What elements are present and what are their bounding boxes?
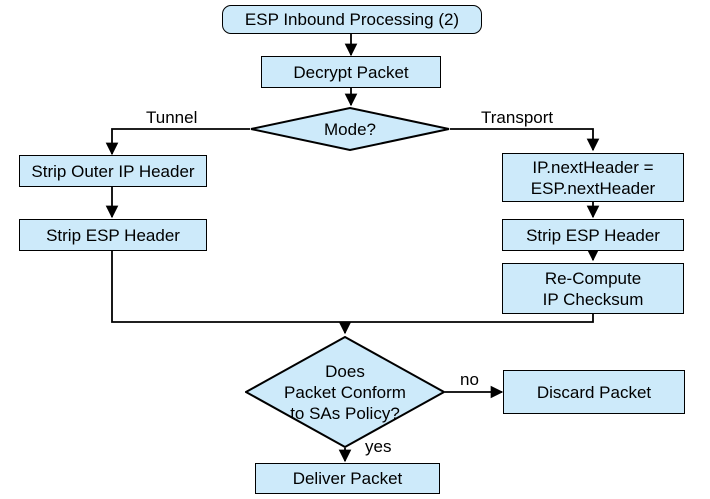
node-decrypt-packet[interactable]: Decrypt Packet <box>261 56 441 88</box>
edge-label-transport: Transport <box>481 108 554 127</box>
mode-diamond-shape <box>250 107 450 151</box>
edge-right-merge <box>345 314 594 323</box>
node-conform-decision[interactable]: Does Packet Conform to SAs Policy? <box>245 336 445 448</box>
node-deliver-label: Deliver Packet <box>292 469 403 488</box>
edge-mode-transport <box>450 128 600 152</box>
conform-diamond-shape <box>245 336 445 448</box>
node-start-label: ESP Inbound Processing (2) <box>244 10 460 29</box>
node-start-terminator[interactable]: ESP Inbound Processing (2) <box>222 5 482 34</box>
node-strip-esp-left-label: Strip ESP Header <box>46 225 180 245</box>
edge-label-yes: yes <box>365 437 392 456</box>
edge-left-merge <box>111 251 345 323</box>
node-ip-nextheader-assign[interactable]: IP.nextHeader = ESP.nextHeader <box>502 153 684 202</box>
node-deliver-packet[interactable]: Deliver Packet <box>255 463 440 494</box>
edge-mode-tunnel <box>105 128 250 156</box>
node-strip-esp-header-right[interactable]: Strip ESP Header <box>502 219 684 251</box>
node-mode-decision[interactable]: Mode? <box>250 107 450 151</box>
node-strip-outer-ip-label: Strip Outer IP Header <box>31 161 195 181</box>
node-strip-esp-header-left[interactable]: Strip ESP Header <box>19 219 207 251</box>
edge-label-no: no <box>460 370 479 389</box>
node-strip-outer-ip-header[interactable]: Strip Outer IP Header <box>19 155 207 187</box>
node-recompute-ip-checksum[interactable]: Re-Compute IP Checksum <box>502 263 684 314</box>
node-strip-esp-right-label: Strip ESP Header <box>526 225 660 245</box>
node-recompute-label: Re-Compute IP Checksum <box>542 268 644 309</box>
node-next-header-label: IP.nextHeader = ESP.nextHeader <box>530 157 656 198</box>
node-discard-packet[interactable]: Discard Packet <box>503 370 685 414</box>
edge-label-tunnel: Tunnel <box>146 108 198 127</box>
node-discard-label: Discard Packet <box>536 382 652 402</box>
node-decrypt-label: Decrypt Packet <box>293 62 409 82</box>
